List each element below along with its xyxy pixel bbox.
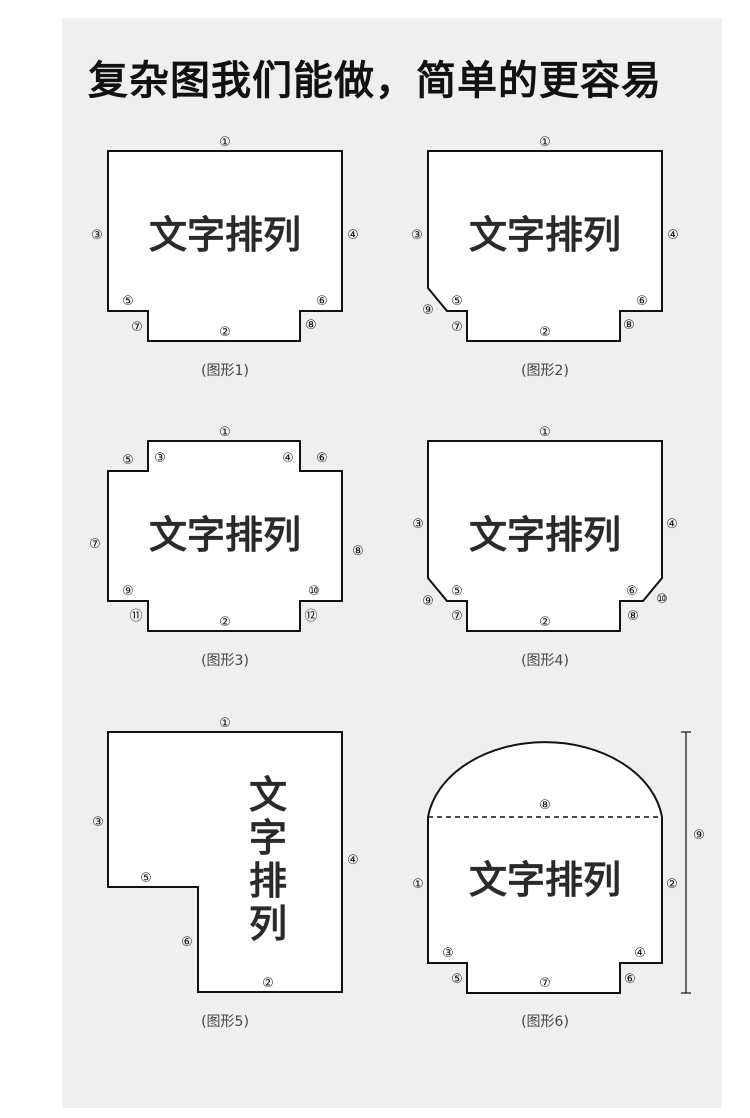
figure-1-marker-2: ② [219,325,231,340]
figure-3-caption: (图形3) [201,653,249,669]
figure-3-marker-4: ④ [282,451,294,466]
figure-5-marker-5: ⑤ [140,871,152,886]
figure-3-marker-2: ② [219,615,231,630]
figure-2-marker-1: ① [539,135,551,150]
figure-1-marker-6: ⑥ [316,294,328,309]
figure-3: 文字排列 ① ② ③ ④ ⑤ ⑥ ⑦ ⑧ ⑨ ⑩ ⑪ ⑫ (图形3) [89,425,364,669]
figure-3-marker-1: ① [219,425,231,440]
figure-6-marker-8: ⑧ [539,798,551,813]
figure-5-text-char-3: 排 [249,859,287,903]
figure-4-marker-8: ⑧ [627,609,639,624]
figure-4-marker-7: ⑦ [451,609,463,624]
figure-4-caption: (图形4) [521,653,569,669]
figure-4-outline [427,440,663,632]
figure-3-marker-8: ⑧ [352,544,364,559]
figure-4-marker-3: ③ [412,517,424,532]
figure-2: 文字排列 ① ② ③ ④ ⑤ ⑥ ⑦ ⑧ ⑨ (图形2) [411,135,679,379]
figure-3-marker-10: ⑩ [308,584,320,599]
figure-3-marker-7: ⑦ [89,537,101,552]
figure-3-marker-3: ③ [154,451,166,466]
figure-6-marker-7: ⑦ [539,976,551,991]
figure-6-text: 文字排列 [469,858,621,902]
figure-2-marker-6: ⑥ [636,294,648,309]
figure-2-marker-5: ⑤ [451,294,463,309]
figure-2-marker-2: ② [539,325,551,340]
figure-5-marker-2: ② [262,976,274,991]
figure-2-outline [427,150,663,342]
figure-1-text: 文字排列 [149,213,301,257]
figure-2-marker-7: ⑦ [451,320,463,335]
figure-2-marker-8: ⑧ [623,318,635,333]
figure-4-marker-4: ④ [666,517,678,532]
figure-5-text-char-2: 字 [249,816,287,860]
figure-1-caption: (图形1) [201,363,249,379]
figure-3-text: 文字排列 [149,513,301,557]
figure-1-marker-1: ① [219,135,231,150]
figure-3-marker-6: ⑥ [316,451,328,466]
figure-1-marker-8: ⑧ [305,318,317,333]
figure-3-marker-11: ⑪ [129,609,142,624]
figure-6: 文字排列 ① ② ③ ④ ⑤ ⑥ ⑦ ⑧ ⑨ (图形6) [412,731,705,1030]
headline: 复杂图我们能做，简单的更容易 [88,58,662,104]
figure-6-marker-3: ③ [442,946,454,961]
figure-3-marker-12: ⑫ [304,609,317,624]
figure-2-caption: (图形2) [521,363,569,379]
figure-6-marker-5: ⑤ [451,972,463,987]
figure-4-marker-1: ① [539,425,551,440]
figure-1-marker-5: ⑤ [122,294,134,309]
figure-1-marker-3: ③ [91,228,103,243]
figure-2-marker-9: ⑨ [422,303,434,318]
figure-2-text: 文字排列 [469,213,621,257]
figure-1: 文字排列 ① ② ③ ④ ⑤ ⑥ ⑦ ⑧ (图形1) [91,135,359,379]
figure-2-marker-4: ④ [667,228,679,243]
figure-1-outline [107,150,343,342]
figure-5-outline [107,731,343,993]
figure-4-marker-6: ⑥ [626,584,638,599]
figure-5-marker-1: ① [219,716,231,731]
figure-4-marker-9: ⑨ [422,594,434,609]
figure-6-marker-1: ① [412,877,424,892]
figure-5-caption: (图形5) [201,1014,249,1030]
figure-3-outline [107,440,343,632]
figure-4: 文字排列 ① ② ③ ④ ⑤ ⑥ ⑦ ⑧ ⑨ ⑩ (图形4) [412,425,678,669]
figure-5-text-char-4: 列 [249,902,287,946]
figure-1-marker-4: ④ [347,228,359,243]
figure-5-marker-6: ⑥ [181,935,193,950]
figure-4-text: 文字排列 [469,513,621,557]
figure-6-marker-4: ④ [634,946,646,961]
figure-6-marker-9: ⑨ [693,828,705,843]
figure-1-marker-7: ⑦ [131,320,143,335]
figure-4-marker-5: ⑤ [451,584,463,599]
figure-3-marker-5: ⑤ [122,453,134,468]
figure-6-outline [427,741,663,994]
figure-5: 文 字 排 列 ① ② ③ ④ ⑤ ⑥ (图形5) [92,716,359,1030]
figure-3-marker-9: ⑨ [122,584,134,599]
figure-4-marker-2: ② [539,615,551,630]
figure-5-text-char-1: 文 [249,773,287,817]
figure-5-marker-4: ④ [347,853,359,868]
figure-6-caption: (图形6) [521,1014,569,1030]
figure-2-marker-3: ③ [411,228,423,243]
figure-6-marker-2: ② [666,877,678,892]
figure-6-marker-6: ⑥ [624,972,636,987]
figure-4-marker-10: ⑩ [656,592,668,607]
figure-5-marker-3: ③ [92,815,104,830]
